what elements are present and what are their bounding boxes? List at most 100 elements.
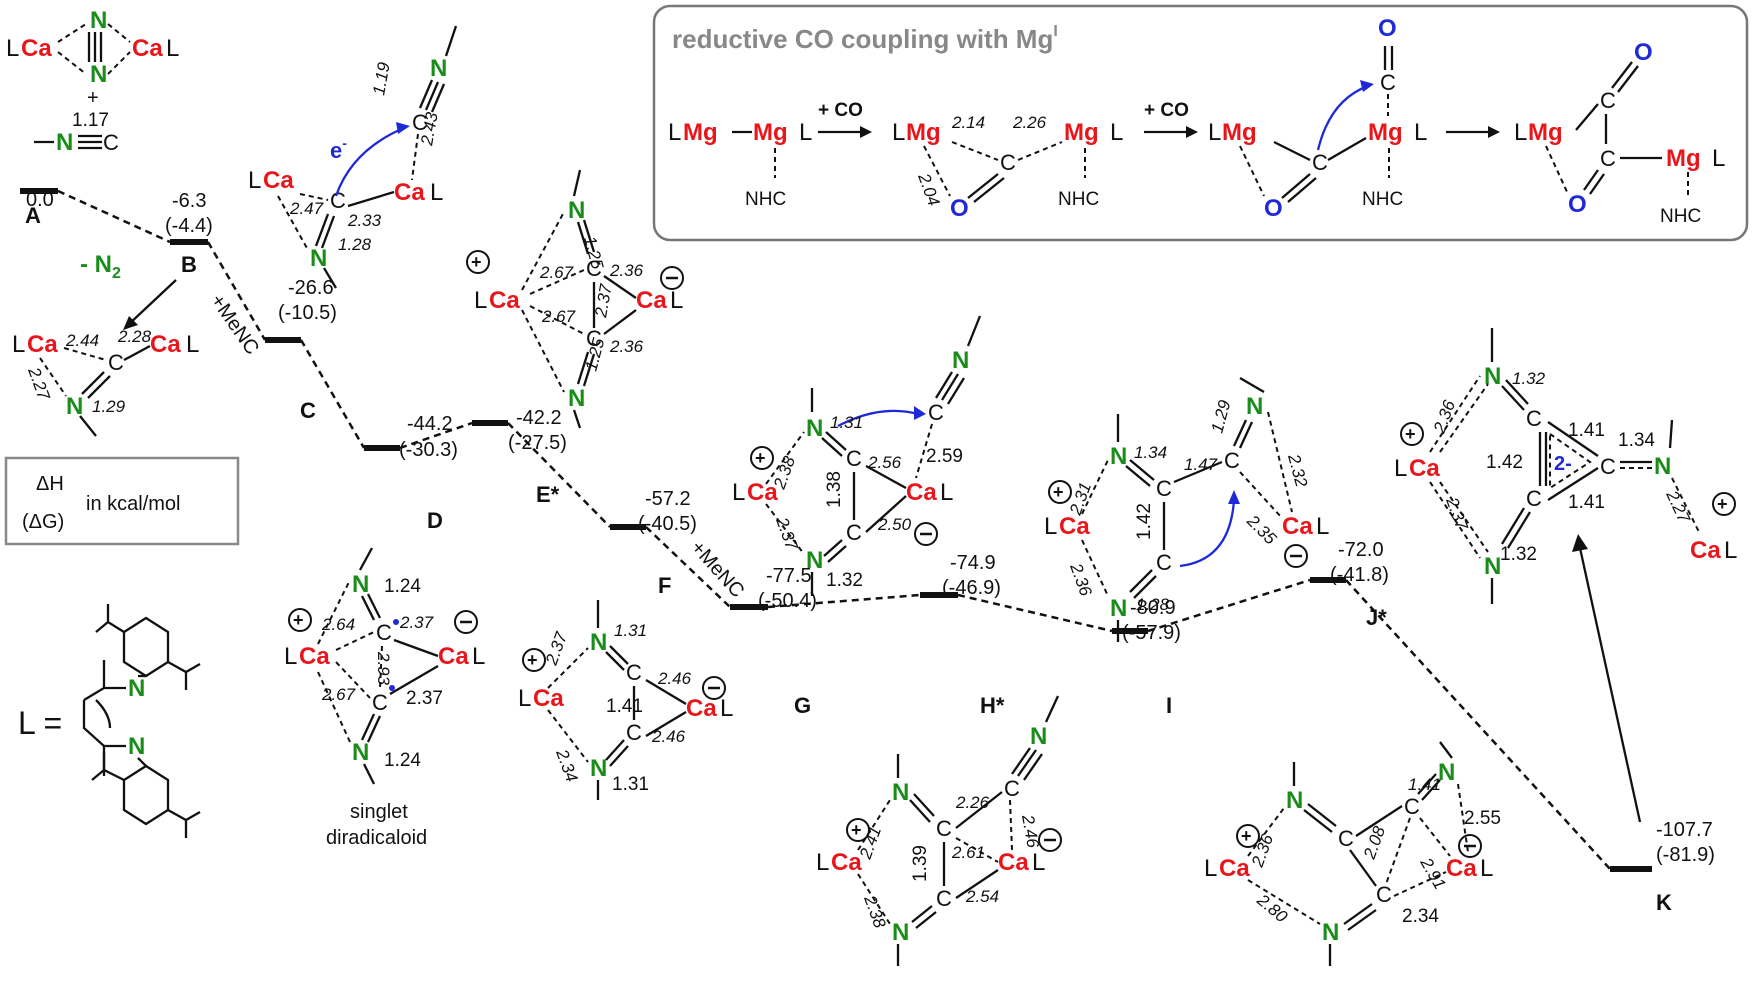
bond: [1232, 419, 1248, 447]
bond: [576, 221, 590, 255]
bond: [320, 215, 336, 249]
bond-length: 2.38: [860, 892, 890, 931]
energy-dh-F: -57.2: [645, 488, 691, 510]
plus-charge: [846, 818, 870, 842]
svg-text:+: +: [293, 610, 304, 630]
legend-dh: ΔH: [36, 473, 64, 495]
atom-ca: Ca: [132, 35, 163, 62]
bond: [529, 269, 585, 295]
bond: [1421, 779, 1441, 801]
bond: [605, 651, 625, 671]
atom-c: C: [1600, 454, 1616, 479]
atom-n: N: [1110, 443, 1127, 470]
bond: [362, 763, 376, 785]
plus-charge: [1712, 492, 1736, 516]
electron-arrow: [334, 126, 405, 197]
atom-n: N: [568, 385, 585, 412]
bond: [1239, 145, 1265, 197]
plus: +: [87, 87, 99, 109]
atom-L: L: [166, 35, 179, 62]
atom-c: C: [1376, 882, 1392, 907]
step-add-mencn-2: +MeNC: [686, 537, 748, 603]
atom-n: N: [590, 629, 607, 656]
legend-box: ΔH (ΔG) in kcal/mol: [4, 456, 240, 546]
structure-e-intermediate: + L Ca N C C N Ca L 1.25 2.67 2.36 2.67 …: [466, 169, 684, 429]
bond: [1238, 421, 1254, 449]
arrowhead: [123, 316, 138, 330]
svg-text:+: +: [471, 252, 482, 272]
atom-ca: Ca: [263, 167, 294, 194]
atom-o: O: [1634, 39, 1653, 66]
bond: [39, 357, 67, 397]
bond-length: 2.55: [1464, 808, 1501, 829]
atom-L: L: [799, 119, 812, 146]
atom-ca: Ca: [831, 849, 862, 876]
arrow-K-to-structure: [1578, 547, 1642, 823]
plus-charge: [750, 446, 774, 470]
bond: [107, 23, 131, 43]
atom-c: C: [1156, 476, 1172, 501]
atom-n: N: [1438, 759, 1455, 786]
svg-text:+: +: [527, 650, 538, 670]
energy-dg-B: (-4.4): [165, 215, 213, 237]
bond: [645, 711, 687, 737]
aromatic-ring: [1549, 432, 1592, 490]
atom-n: N: [892, 919, 909, 946]
atom-c: C: [1004, 776, 1020, 801]
bond: [81, 371, 105, 395]
bond: [913, 793, 935, 817]
bond: [123, 344, 151, 362]
atom-mg: Mg: [1064, 119, 1099, 146]
atom-c: C: [626, 660, 642, 685]
bond: [572, 409, 582, 429]
atom-ca: Ca: [27, 331, 58, 358]
bond: [582, 219, 596, 253]
atom-L: L: [518, 685, 531, 712]
bond: [605, 739, 625, 761]
bond: [609, 745, 629, 767]
energy-dh-G: -77.5: [766, 565, 812, 587]
bond: [865, 464, 907, 490]
svg-text:+: +: [1405, 424, 1416, 444]
electron-arrow: [1179, 499, 1236, 568]
level-label-H: H*: [980, 693, 1005, 718]
atom-n: N: [1654, 453, 1671, 480]
structure-b-product: L Ca C Ca L N 2.44 2.28 2.27 1.29: [12, 327, 199, 437]
arrowhead: [1488, 126, 1500, 138]
bond-length: 2.08: [1360, 823, 1390, 862]
bond-length: 2.46: [651, 727, 686, 746]
bond: [609, 645, 629, 665]
bond: [1505, 379, 1529, 405]
bond-length: 2.44: [65, 331, 99, 350]
bond: [955, 791, 1003, 829]
connector: [1147, 578, 1311, 633]
atom-n: N: [90, 61, 107, 88]
atom-L: L: [670, 287, 683, 314]
step-add-mencn-1: +MeNC: [206, 290, 263, 359]
connector: [299, 339, 366, 449]
ligand-L-equals: L =: [18, 705, 62, 741]
bond: [1589, 173, 1605, 195]
bond: [1247, 807, 1285, 857]
bond: [521, 211, 565, 291]
atom-mg: Mg: [1666, 145, 1701, 172]
bond: [547, 709, 589, 763]
atom-ca: Ca: [438, 643, 469, 670]
atom-ca: Ca: [1690, 537, 1721, 564]
atom-L: L: [732, 479, 745, 506]
atom-n: N: [568, 197, 585, 224]
bond-length: 1.31: [614, 621, 647, 640]
bond-length: 2.27: [24, 364, 54, 403]
atom-ca: Ca: [1219, 855, 1250, 882]
electron-arrow: [837, 409, 919, 428]
energy-dh-D: -44.2: [407, 413, 453, 435]
atom-c: C: [1404, 794, 1420, 819]
bond-length: 1.31: [612, 774, 649, 795]
aryl-ring: [122, 764, 170, 826]
level-label-G: G: [794, 693, 811, 718]
bond: [1343, 903, 1373, 925]
atom-c: C: [1312, 150, 1328, 175]
atom-nhc: NHC: [1660, 206, 1701, 227]
bond: [1239, 377, 1265, 393]
